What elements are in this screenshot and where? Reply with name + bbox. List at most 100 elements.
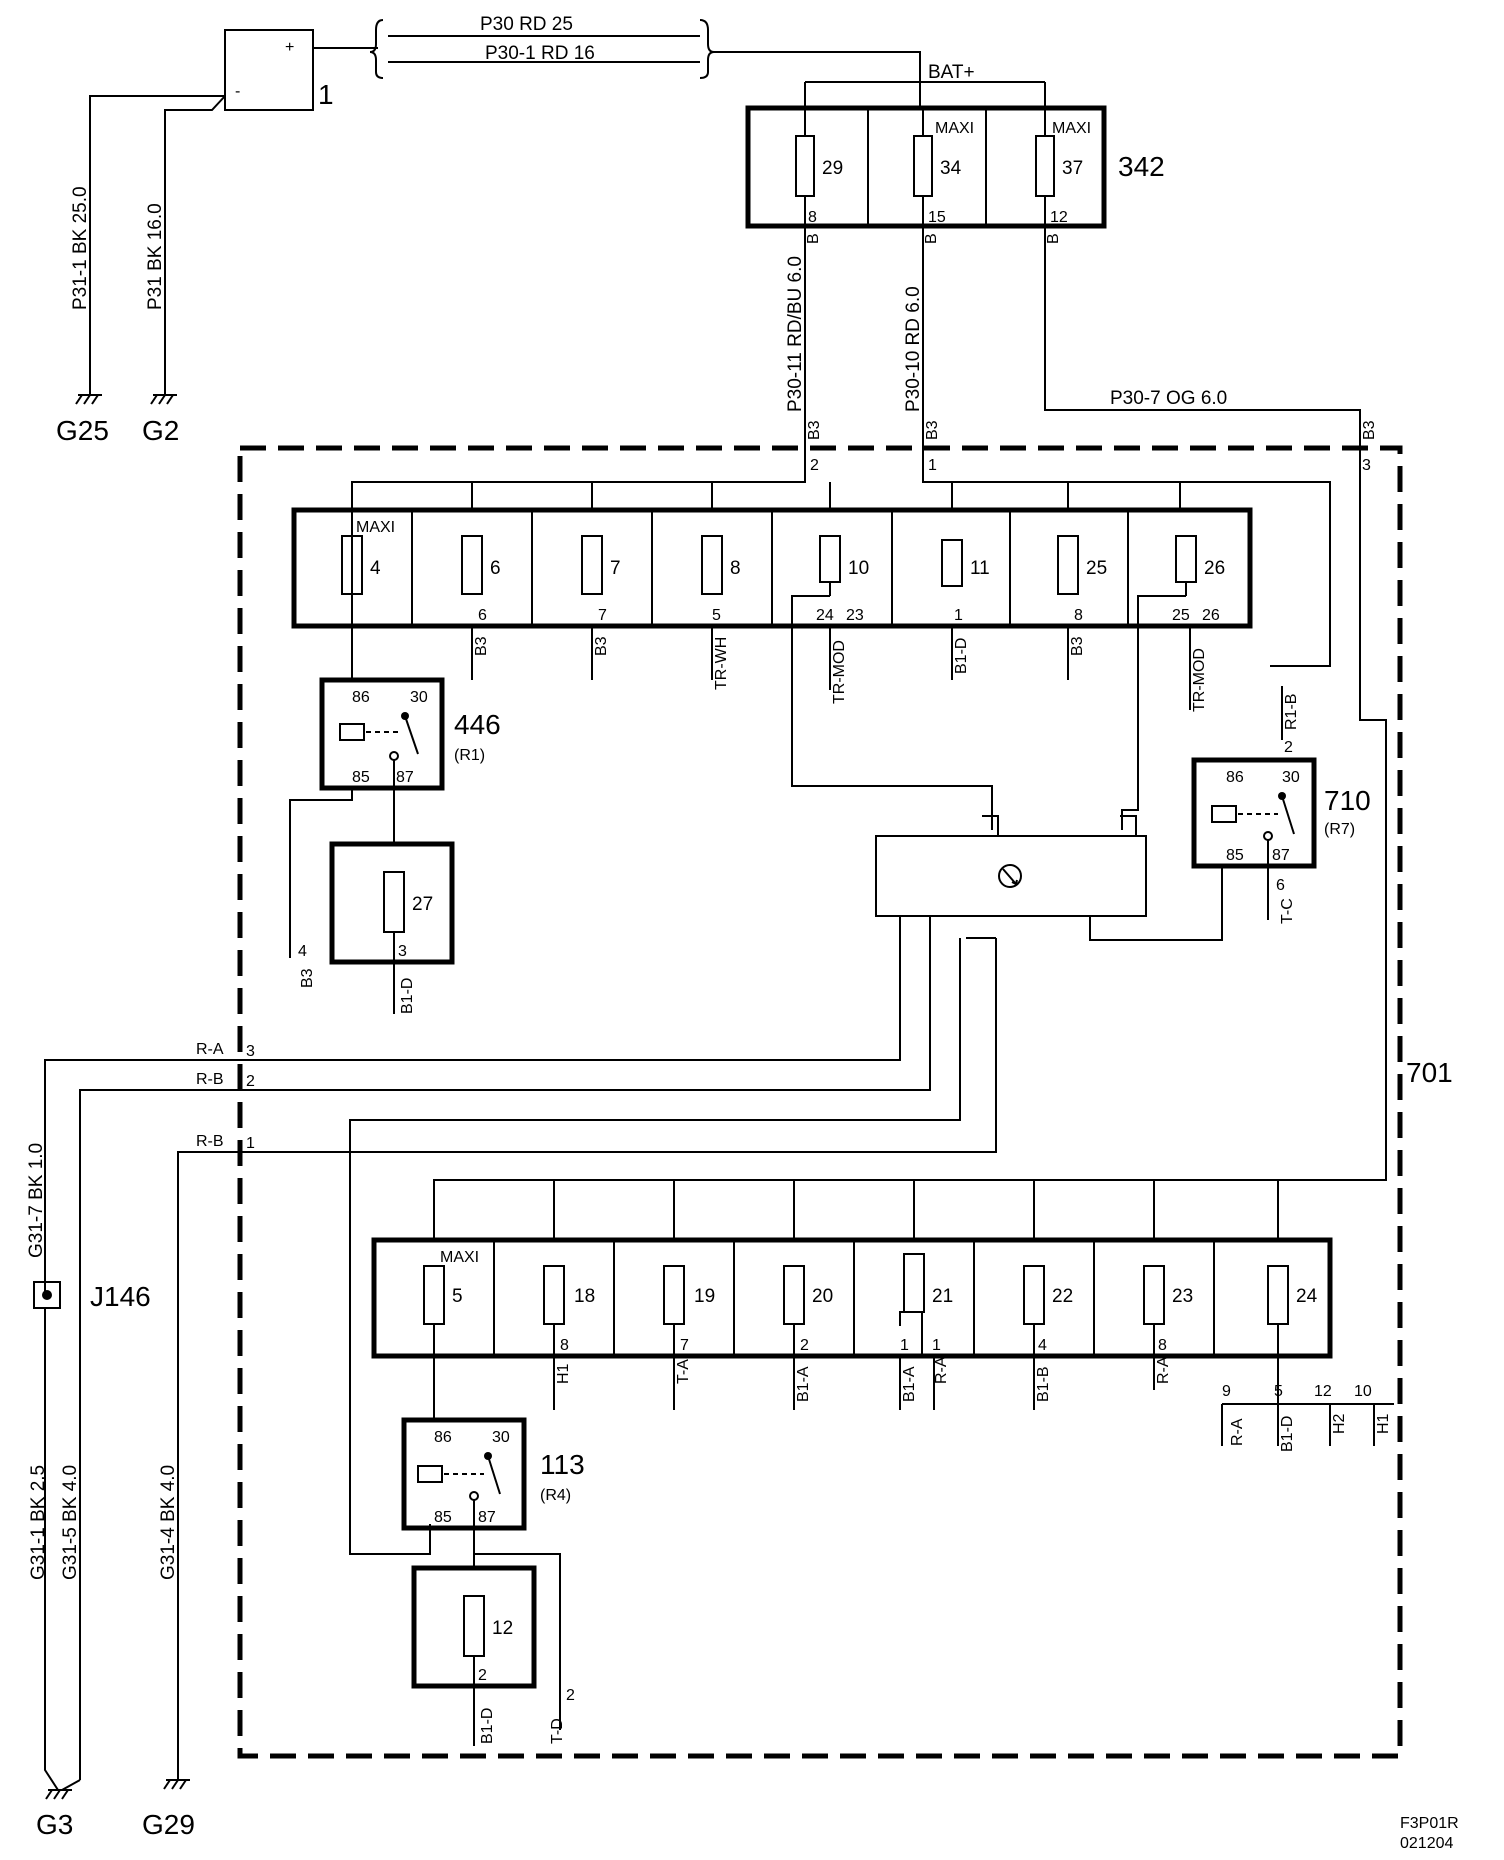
battery-symbol	[224, 29, 314, 111]
relay-pin: 30	[492, 1429, 510, 1446]
wires-p30	[388, 35, 700, 63]
relay-pin: 86	[434, 1429, 452, 1446]
relay-710-leads	[1221, 840, 1269, 928]
conn-label: B1-D	[399, 978, 416, 1014]
splice-dot-icon	[42, 1290, 52, 1300]
relay-113	[401, 1417, 527, 1531]
relay-pin: 86	[1226, 769, 1244, 786]
relay-pin: 85	[352, 769, 370, 786]
ground-g3: G3	[36, 1809, 73, 1840]
relay-pin: 30	[1282, 769, 1300, 786]
fuse-26-num: 26	[1204, 558, 1225, 579]
pin-label: 2	[1284, 739, 1293, 756]
bus-bottom	[433, 1179, 1279, 1240]
wire-g31-4-label: G31-4 BK 4.0	[158, 1465, 179, 1580]
wire-p31-1	[89, 95, 225, 395]
relay-710-id: 710	[1324, 785, 1371, 816]
fusebox-342	[745, 105, 1107, 229]
fuse-24-num: 24	[1296, 1286, 1318, 1307]
fuse-37	[1035, 135, 1055, 197]
fuse-25-num: 25	[1086, 558, 1107, 579]
conn-label: B1-A	[901, 1366, 918, 1402]
fuse-5-num: 5	[452, 1286, 463, 1307]
pin-label: 5	[712, 607, 721, 624]
wire-g31-ground	[44, 1308, 81, 1791]
pin-label: 26	[1202, 607, 1220, 624]
wire-g31-5-label: G31-5 BK 4.0	[60, 1465, 81, 1580]
pin-label: 15	[928, 209, 946, 226]
wire-p31	[164, 95, 226, 395]
wire-p31-label: P31 BK 16.0	[145, 203, 166, 310]
wire-bracket-right	[699, 19, 715, 79]
fuse-27	[383, 871, 405, 933]
relay-446	[319, 677, 445, 791]
conn-label: B1-D	[479, 1708, 496, 1744]
pin-label: 6	[1276, 877, 1285, 894]
conn-label: B	[923, 233, 940, 244]
in-pin: 1	[928, 457, 937, 474]
maxi-label: MAXI	[356, 519, 395, 536]
pin-label: 1	[954, 607, 963, 624]
ground-icon	[45, 1789, 72, 1800]
j146-splice	[33, 1281, 61, 1309]
bus-top-a	[351, 455, 831, 510]
conn-label: B3	[473, 636, 490, 656]
relay-446-sub: (R1)	[454, 747, 485, 764]
fuse-6-num: 6	[490, 558, 501, 579]
conn-label: B	[1045, 233, 1062, 244]
conn-label: B1-D	[1279, 1416, 1296, 1452]
relay-pin: 30	[410, 689, 428, 706]
bus-top-b	[922, 455, 1331, 667]
control-module	[875, 835, 1147, 917]
wire-r-a-3	[44, 916, 901, 1296]
fuse-18-num: 18	[574, 1286, 595, 1307]
pin-label: 2	[800, 1337, 809, 1354]
wire-p30-7-label: P30-7 OG 6.0	[1110, 388, 1227, 409]
wire-p30-10-label: P30-10 RD 6.0	[903, 286, 924, 412]
wire-p30-1-label: P30-1 RD 16	[485, 43, 595, 64]
wire-p31-1-label: P31-1 BK 25.0	[70, 186, 91, 310]
fuse-leads-342	[804, 108, 1046, 226]
wire-fuse26-module	[1121, 595, 1186, 830]
in-pin: 2	[810, 457, 819, 474]
ground-icon	[150, 394, 177, 405]
pin-label: 7	[680, 1337, 689, 1354]
conn-label: H2	[1331, 1413, 1348, 1434]
fuse-12	[463, 1595, 485, 1657]
module-symbol-icon	[998, 864, 1022, 888]
conn-label: T-D	[549, 1718, 566, 1744]
relay-710	[1191, 757, 1317, 869]
diagram-date: 021204	[1400, 1835, 1453, 1852]
pin-label: 8	[1074, 607, 1083, 624]
wire-r-b-2	[79, 916, 931, 1780]
left-conn: R-A	[196, 1041, 224, 1058]
fuse21-split	[899, 1311, 923, 1356]
fuse-20-num: 20	[812, 1286, 833, 1307]
left-pin: 1	[246, 1135, 255, 1152]
wire-p30-label: P30 RD 25	[480, 14, 573, 35]
conn-label: T-C	[1279, 898, 1296, 924]
conn-label: H1	[555, 1363, 572, 1384]
conn-label: B1-B	[1035, 1366, 1052, 1402]
fuse-37-num: 37	[1062, 158, 1083, 179]
fuse-29	[795, 135, 815, 197]
in-conn: B3	[1361, 420, 1378, 440]
pin-label: 23	[846, 607, 864, 624]
pin-label: 4	[1038, 1337, 1047, 1354]
wire-bracket-left	[369, 19, 384, 79]
left-conn: R-B	[196, 1071, 224, 1088]
conn-label: R-A	[933, 1356, 950, 1384]
fuse-8-num: 8	[730, 558, 741, 579]
pin-label: 10	[1354, 1383, 1372, 1400]
bat-plus-bus	[804, 81, 1046, 108]
in-pin: 3	[1362, 457, 1371, 474]
ground-icon	[163, 1779, 190, 1790]
relay-113-id: 113	[540, 1449, 585, 1480]
battery-minus: -	[235, 83, 240, 100]
bat-plus-label: BAT+	[928, 62, 975, 83]
fuse-21-num: 21	[932, 1286, 953, 1307]
relay-710-sub: (R7)	[1324, 821, 1355, 838]
top-row-outputs	[471, 626, 1191, 710]
pin-label: 2	[566, 1687, 575, 1704]
